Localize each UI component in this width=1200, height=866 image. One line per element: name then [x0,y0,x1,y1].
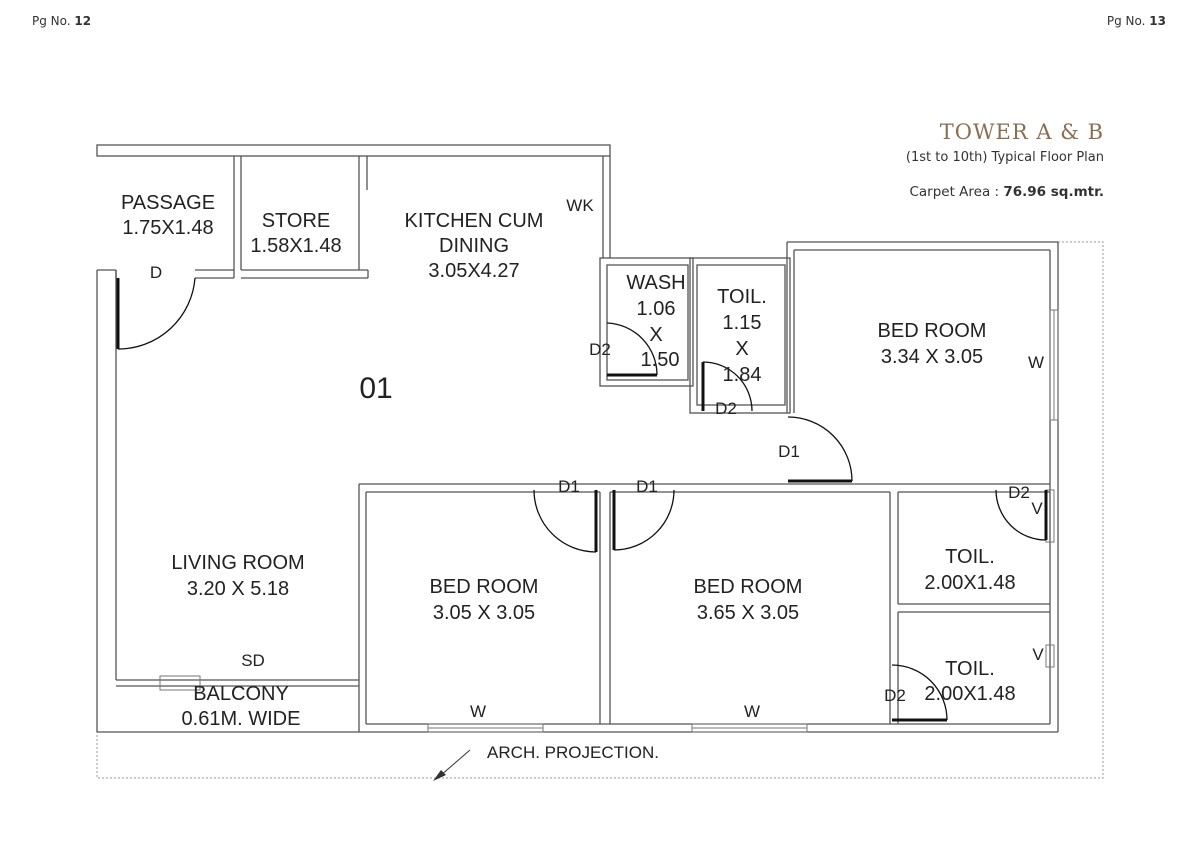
wash-width: 1.06 [637,298,676,320]
store-name: STORE [262,210,331,232]
door-main-label: D [150,263,162,282]
w-bed-right-label: W [1028,353,1044,372]
v-toil2-label: V [1031,499,1043,518]
doors [116,277,1048,722]
symbol-labels: WK D D2 D2 D1 D1 D1 D2 D2 W W W V V SD A… [150,196,1044,762]
bed-right-name: BED ROOM [878,320,987,342]
d2-toil3-label: D2 [884,686,906,705]
door-toil1 [701,361,753,412]
page-number-left: Pg No. 12 [32,14,91,28]
unit-number: 01 [359,372,392,405]
passage-name: PASSAGE [121,192,215,214]
toil1-name: TOIL. [717,286,767,308]
vent-toil3 [1045,644,1055,668]
store-size: 1.58X1.48 [250,235,341,257]
carpet-area: Carpet Area : 76.96 sq.mtr. [909,184,1104,200]
living-size: 3.20 X 5.18 [187,578,289,600]
toil2-name: TOIL. [945,546,995,568]
arch-arrow-icon [433,749,471,781]
w-bed-center-label: W [744,702,760,721]
door-toil2 [995,489,1048,541]
page-label: Pg No. [1106,14,1146,28]
carpet-area-label: Carpet Area : [909,184,1000,200]
door-bed-right [787,416,853,483]
page-label: Pg No. [32,14,71,28]
toil3-name: TOIL. [945,658,995,680]
passage-size: 1.75X1.48 [122,217,213,239]
kitchen-size: 3.05X4.27 [428,260,519,282]
wash-name: WASH [626,272,685,294]
windows [159,309,1059,733]
bed-mid-name: BED ROOM [430,576,539,598]
d2-toil1-label: D2 [715,399,737,418]
door-wash [606,322,658,377]
kitchen-name-1: KITCHEN CUM [405,210,544,232]
toil1-width: 1.15 [723,312,762,334]
d1-bed-center-label: D1 [636,477,658,496]
balcony-size: 0.61M. WIDE [182,708,301,730]
balcony-name: BALCONY [193,683,289,705]
v-toil3-label: V [1032,645,1044,664]
carpet-area-value: 76.96 sq.mtr. [1003,184,1104,200]
page-number: 12 [74,14,92,28]
top-wall [96,144,611,157]
d2-toil2-label: D2 [1008,483,1030,502]
door-main [116,277,196,350]
wk-label: WK [566,196,594,215]
kitchen-name-2: DINING [439,235,509,257]
sd-label: SD [241,651,265,670]
bed-right-size: 3.34 X 3.05 [881,346,983,368]
bed-center-size: 3.65 X 3.05 [697,602,799,624]
walls [96,144,1059,733]
d1-bed-right-label: D1 [778,442,800,461]
door-bed-center [612,489,675,551]
bed-mid-size: 3.05 X 3.05 [433,602,535,624]
room-labels: PASSAGE 1.75X1.48 STORE 1.58X1.48 KITCHE… [121,192,1016,730]
wash-height: 1.50 [641,349,680,371]
w-bed-mid-label: W [470,702,486,721]
arch-projection-label: ARCH. PROJECTION. [487,743,659,762]
door-toil3 [891,664,948,722]
tower-title: TOWER A & B [939,120,1104,144]
d2-wash-label: D2 [589,340,611,359]
page-number-right: Pg No. 13 [1107,14,1166,28]
sliding-door [159,675,201,691]
toil3-size: 2.00X1.48 [924,683,1015,705]
page-number: 13 [1149,14,1166,28]
projection-outline [96,241,1104,779]
plan-subtitle: (1st to 10th) Typical Floor Plan [905,150,1104,165]
bed-center-name: BED ROOM [694,576,803,598]
toil1-height: 1.84 [723,364,762,386]
door-bed-mid [533,489,598,553]
living-name: LIVING ROOM [171,552,304,574]
toil1-x: X [735,338,748,360]
wash-x: X [649,324,662,346]
toil2-size: 2.00X1.48 [924,572,1015,594]
d1-bed-mid-label: D1 [558,477,580,496]
